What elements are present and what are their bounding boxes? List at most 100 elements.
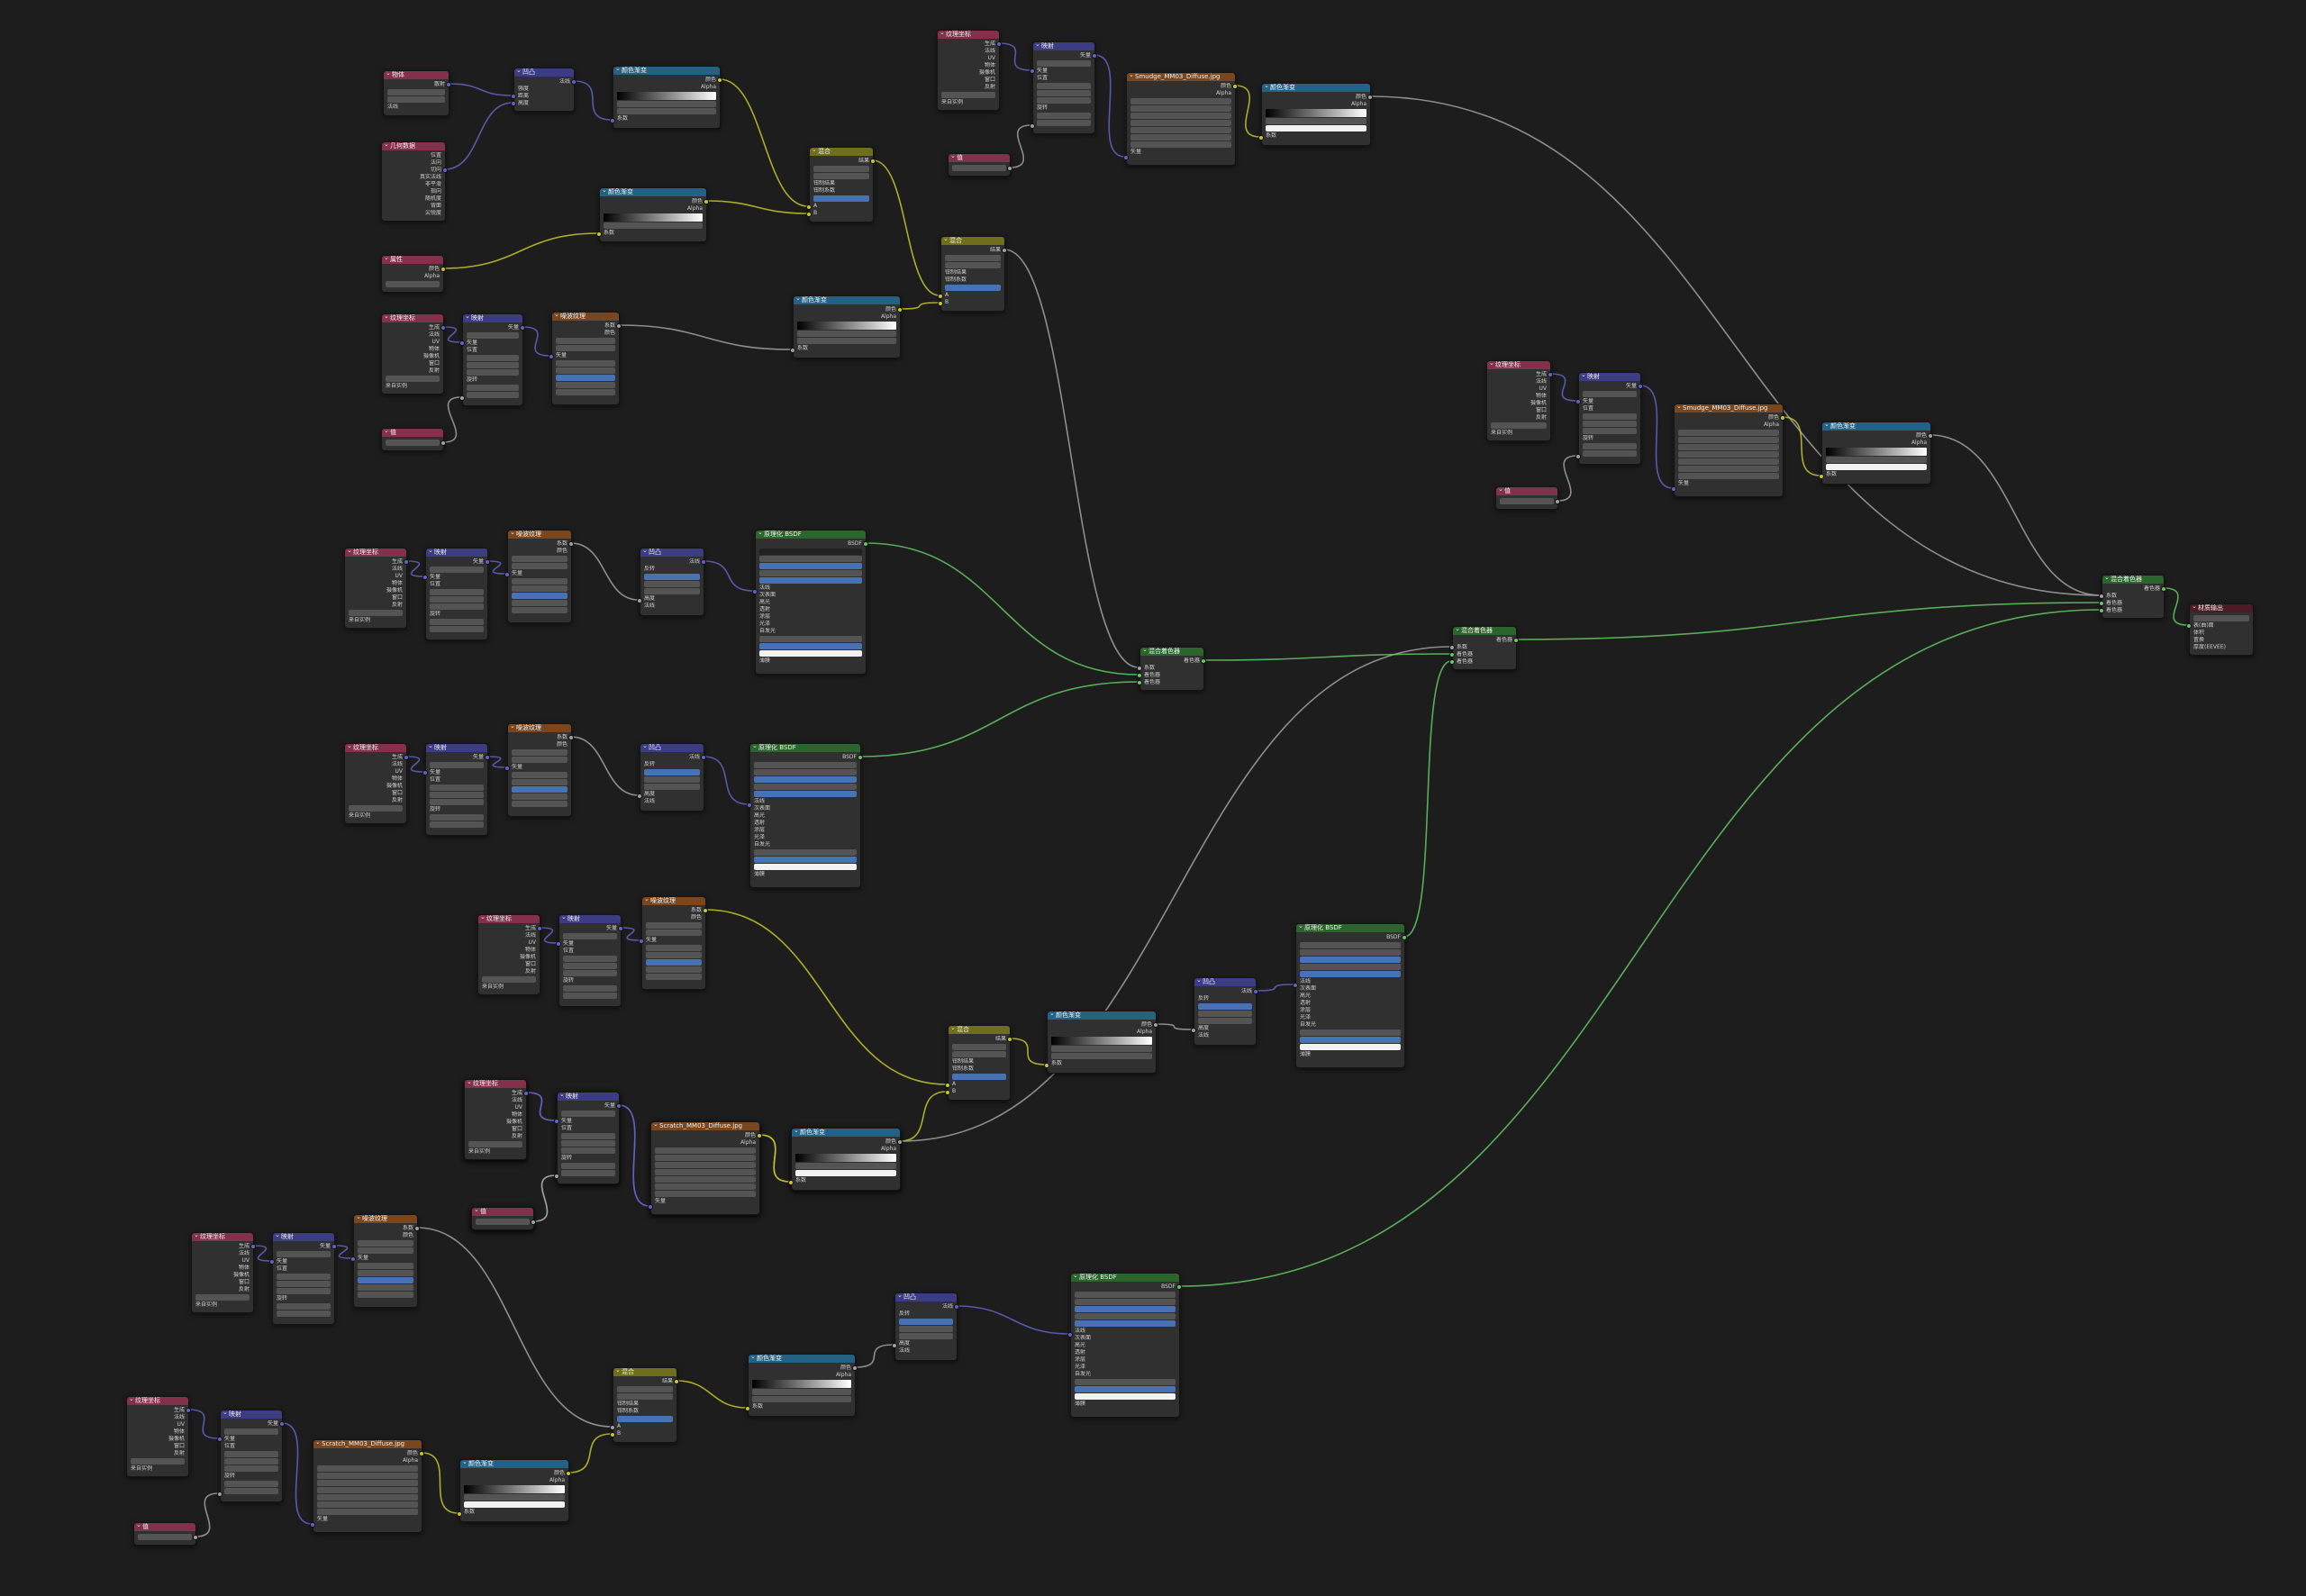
node-title[interactable]: 映射 [1033,42,1094,50]
value-field[interactable] [1300,971,1401,977]
value-field[interactable] [759,643,862,649]
node-title[interactable]: 物体 [384,71,449,79]
output-socket[interactable] [1638,384,1643,389]
input-socket[interactable] [2099,601,2104,606]
value-field[interactable] [476,1219,530,1225]
value-field[interactable] [430,626,484,632]
value-field[interactable] [1198,1003,1252,1010]
output-socket[interactable] [440,325,446,331]
node-title[interactable]: 纹理坐标 [345,744,406,752]
node-title[interactable]: 几何数据 [382,142,445,150]
input-socket[interactable] [788,1180,794,1185]
node-title[interactable]: 凹凸 [640,744,704,752]
output-socket[interactable] [485,755,490,760]
value-field[interactable] [1583,450,1637,457]
value-field[interactable] [1826,457,1927,463]
output-socket[interactable] [520,325,525,331]
node-title[interactable]: 混合 [941,237,1004,245]
node-title[interactable]: 噪波纹理 [508,724,571,732]
value-field[interactable] [655,1155,756,1161]
value-field[interactable] [349,805,403,812]
output-socket[interactable] [870,159,876,164]
value-field[interactable] [1266,118,1366,124]
value-field[interactable] [941,92,995,98]
output-socket[interactable] [568,735,574,740]
input-socket[interactable] [892,1343,897,1348]
value-field[interactable] [224,1465,278,1472]
value-field[interactable] [1583,443,1637,449]
value-field[interactable] [561,1147,615,1154]
input-socket[interactable] [554,1119,559,1124]
input-socket[interactable] [459,395,465,401]
value-field[interactable] [759,650,862,657]
value-field[interactable] [358,1270,413,1276]
value-field[interactable] [556,367,615,374]
output-socket[interactable] [404,755,409,760]
node-title[interactable]: 映射 [559,915,621,923]
value-field[interactable] [813,195,869,202]
value-field[interactable] [482,976,536,983]
output-socket[interactable] [1780,415,1785,421]
value-field[interactable] [561,1170,615,1176]
value-field[interactable] [467,392,519,398]
output-socket[interactable] [701,559,706,565]
value-field[interactable] [617,1393,673,1400]
value-field[interactable] [1130,105,1231,112]
value-field[interactable] [1491,422,1547,429]
value-field[interactable] [1037,113,1091,119]
value-field[interactable] [561,1133,615,1139]
node-title[interactable]: 值 [472,1208,533,1216]
input-socket[interactable] [511,94,516,99]
value-field[interactable] [899,1333,953,1339]
value-field[interactable] [1051,1046,1152,1052]
value-field[interactable] [317,1509,418,1515]
input-socket[interactable] [1293,983,1298,988]
output-socket[interactable] [703,908,708,913]
value-field[interactable] [754,791,857,797]
value-field[interactable] [752,1396,851,1402]
value-field[interactable] [1678,473,1779,479]
value-field[interactable] [1300,949,1401,956]
value-field[interactable] [277,1251,331,1257]
value-field[interactable] [317,1480,418,1486]
output-socket[interactable] [1176,1284,1182,1290]
value-field[interactable] [556,360,615,367]
input-socket[interactable] [1030,68,1035,74]
node-title[interactable]: 属性 [382,256,443,264]
value-field[interactable] [1300,942,1401,948]
value-field[interactable] [467,362,519,368]
value-field[interactable] [277,1281,331,1287]
node-title[interactable]: 映射 [426,549,487,557]
node-title[interactable]: 混合 [810,148,873,156]
node-title[interactable]: 纹理坐标 [127,1397,188,1405]
output-socket[interactable] [1007,166,1012,171]
value-field[interactable] [759,577,862,584]
value-field[interactable] [952,1074,1006,1080]
input-socket[interactable] [504,572,510,577]
value-field[interactable] [277,1310,331,1317]
value-field[interactable] [795,1163,896,1169]
output-socket[interactable] [250,1244,256,1249]
node-input[interactable]: 值 [1495,486,1560,510]
value-field[interactable] [813,173,869,179]
input-socket[interactable] [790,348,795,353]
value-field[interactable] [1300,1037,1401,1043]
value-field[interactable] [358,1247,413,1254]
color-ramp-gradient[interactable] [1266,109,1366,117]
node-title[interactable]: 原理化 BSDF [1071,1274,1179,1282]
value-field[interactable] [467,385,519,391]
